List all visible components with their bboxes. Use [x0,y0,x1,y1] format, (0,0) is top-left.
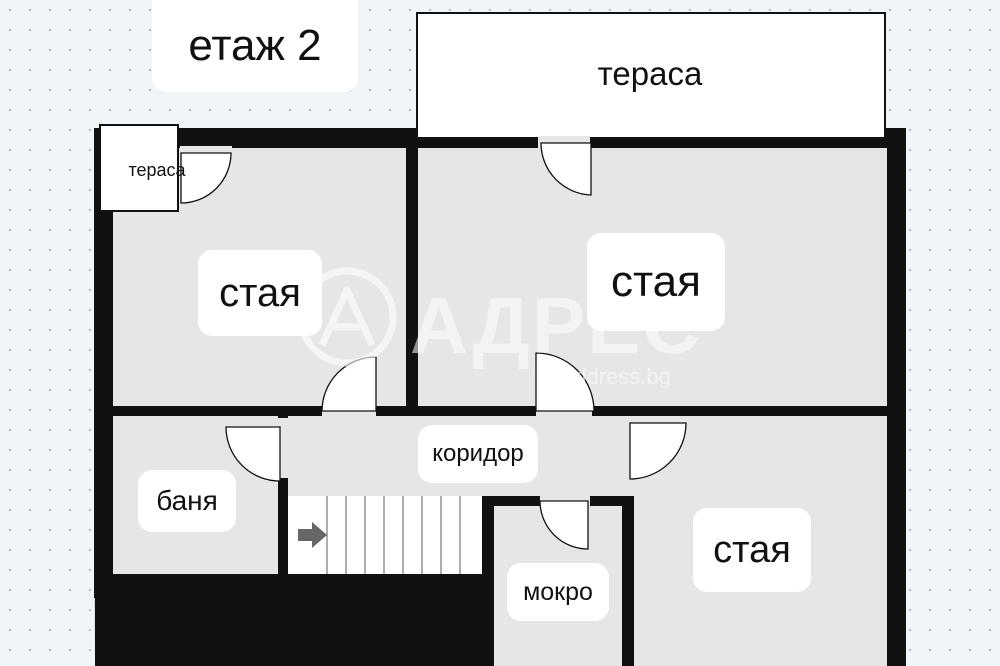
room-label-center: стая [587,233,725,331]
room-label-left: стая [198,250,322,336]
floor-title: етаж 2 [152,0,358,92]
staircase [288,496,482,574]
room-label-wet: мокро [507,563,609,621]
terrace-top-area [416,12,886,139]
room-label-bottom-right: стая [693,508,811,592]
room-label-corridor: коридор [418,425,538,483]
stair-arrow-icon [298,522,327,548]
terrace-small-area [99,124,179,212]
room-label-bathroom: баня [138,470,236,532]
door-swings [180,142,687,550]
watermark-url: address.bg [562,364,671,389]
room-label-terrace-top: тераса [597,55,703,92]
room-label-terrace-small: тераса [128,159,186,180]
